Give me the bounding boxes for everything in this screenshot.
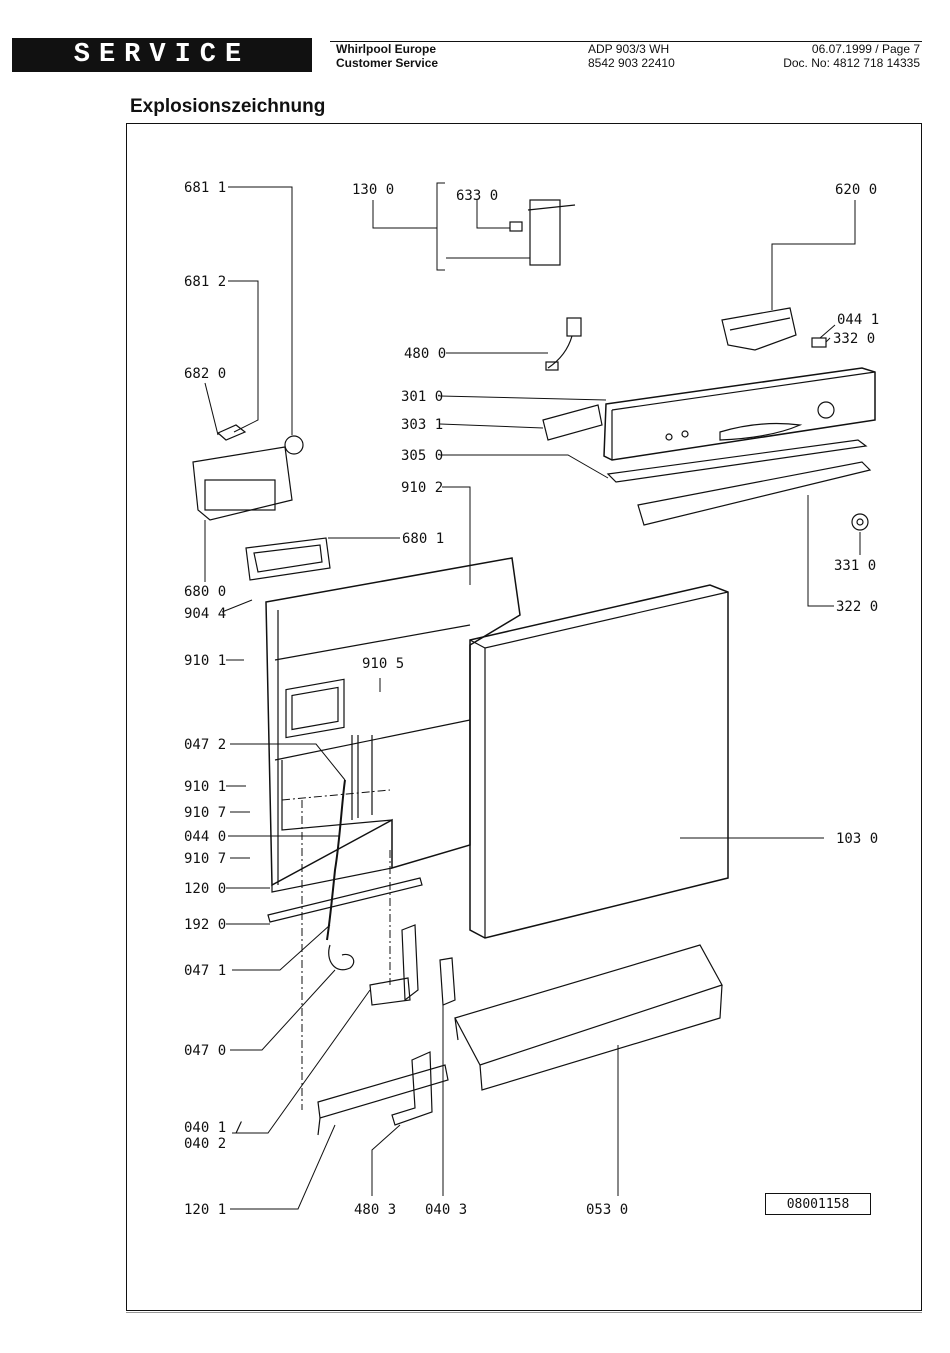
part-label: 040 3	[425, 1202, 467, 1218]
part-label: 040 2	[184, 1136, 226, 1152]
alignment-lines	[281, 789, 391, 1110]
dispenser	[192, 424, 304, 521]
handle	[542, 404, 603, 441]
kick-plate	[454, 944, 723, 1091]
doc-number: Doc. No: 4812 718 14335	[783, 56, 920, 70]
part-label: 682 0	[184, 366, 226, 382]
page-title: Explosionszeichnung	[130, 96, 326, 117]
part-label: 910 5	[362, 656, 404, 672]
part-label: 633 0	[456, 188, 498, 204]
date-page: 06.07.1999 / Page 7	[811, 42, 920, 56]
front-trim	[637, 461, 872, 526]
part-label: 620 0	[835, 182, 877, 198]
part-label: 040 1 /	[184, 1120, 243, 1136]
part-label: 130 0	[352, 182, 394, 198]
part-label: 910 2	[401, 480, 443, 496]
part-label: 910 1	[184, 653, 226, 669]
part-label: 680 1	[402, 531, 444, 547]
door-spring	[326, 779, 346, 941]
part-label: 904 4	[184, 606, 226, 622]
part-label: 303 1	[401, 417, 443, 433]
part-label: 053 0	[586, 1202, 628, 1218]
part-label: 192 0	[184, 917, 226, 933]
control-strip	[606, 439, 868, 483]
door-inner-panel	[265, 557, 521, 893]
model-number: 8542 903 22410	[588, 56, 675, 70]
part-label: 910 7	[184, 851, 226, 867]
part-label: 480 0	[404, 346, 446, 362]
header-rule	[330, 41, 922, 42]
part-label: 047 0	[184, 1043, 226, 1059]
lamp	[811, 337, 827, 348]
door-outer-panel	[469, 584, 729, 939]
diagram-frame	[126, 123, 922, 1311]
wiring-harness	[545, 317, 582, 371]
part-label: 681 2	[184, 274, 226, 290]
part-label: 322 0	[836, 599, 878, 615]
part-label: 103 0	[836, 831, 878, 847]
hinge-bracket	[328, 924, 456, 1006]
model-block: ADP 903/3 WH 8542 903 22410	[588, 42, 675, 70]
part-label: 332 0	[833, 331, 875, 347]
part-label: 331 0	[834, 558, 876, 574]
part-label: 305 0	[401, 448, 443, 464]
lower-bracket	[317, 1064, 449, 1136]
company-name: Whirlpool Europe	[336, 42, 436, 56]
control-panel	[603, 367, 876, 461]
part-label: 910 7	[184, 805, 226, 821]
part-label: 301 0	[401, 389, 443, 405]
gasket	[245, 537, 331, 581]
knob	[851, 513, 869, 531]
model-name: ADP 903/3 WH	[588, 42, 670, 56]
part-label: 480 3	[354, 1202, 396, 1218]
part-label: 044 1	[837, 312, 879, 328]
rail	[267, 877, 423, 923]
leader-lines	[204, 182, 861, 1210]
bracket	[391, 1051, 433, 1126]
drawing-number: 08001158	[765, 1193, 871, 1215]
service-logo: SERVICE	[12, 38, 312, 72]
part-label: 047 2	[184, 737, 226, 753]
part-label: 120 0	[184, 881, 226, 897]
part-label: 680 0	[184, 584, 226, 600]
part-label: 044 0	[184, 829, 226, 845]
document-info: 06.07.1999 / Page 7 Doc. No: 4812 718 14…	[783, 42, 920, 70]
company-department: Customer Service	[336, 56, 439, 70]
switch-assembly	[509, 199, 576, 266]
electronic-module	[721, 307, 797, 351]
company-block: Whirlpool Europe Customer Service	[336, 42, 438, 70]
part-label: 681 1	[184, 180, 226, 196]
part-label: 120 1	[184, 1202, 226, 1218]
part-label: 910 1	[184, 779, 226, 795]
part-label: 047 1	[184, 963, 226, 979]
bottom-rule	[126, 1312, 922, 1313]
